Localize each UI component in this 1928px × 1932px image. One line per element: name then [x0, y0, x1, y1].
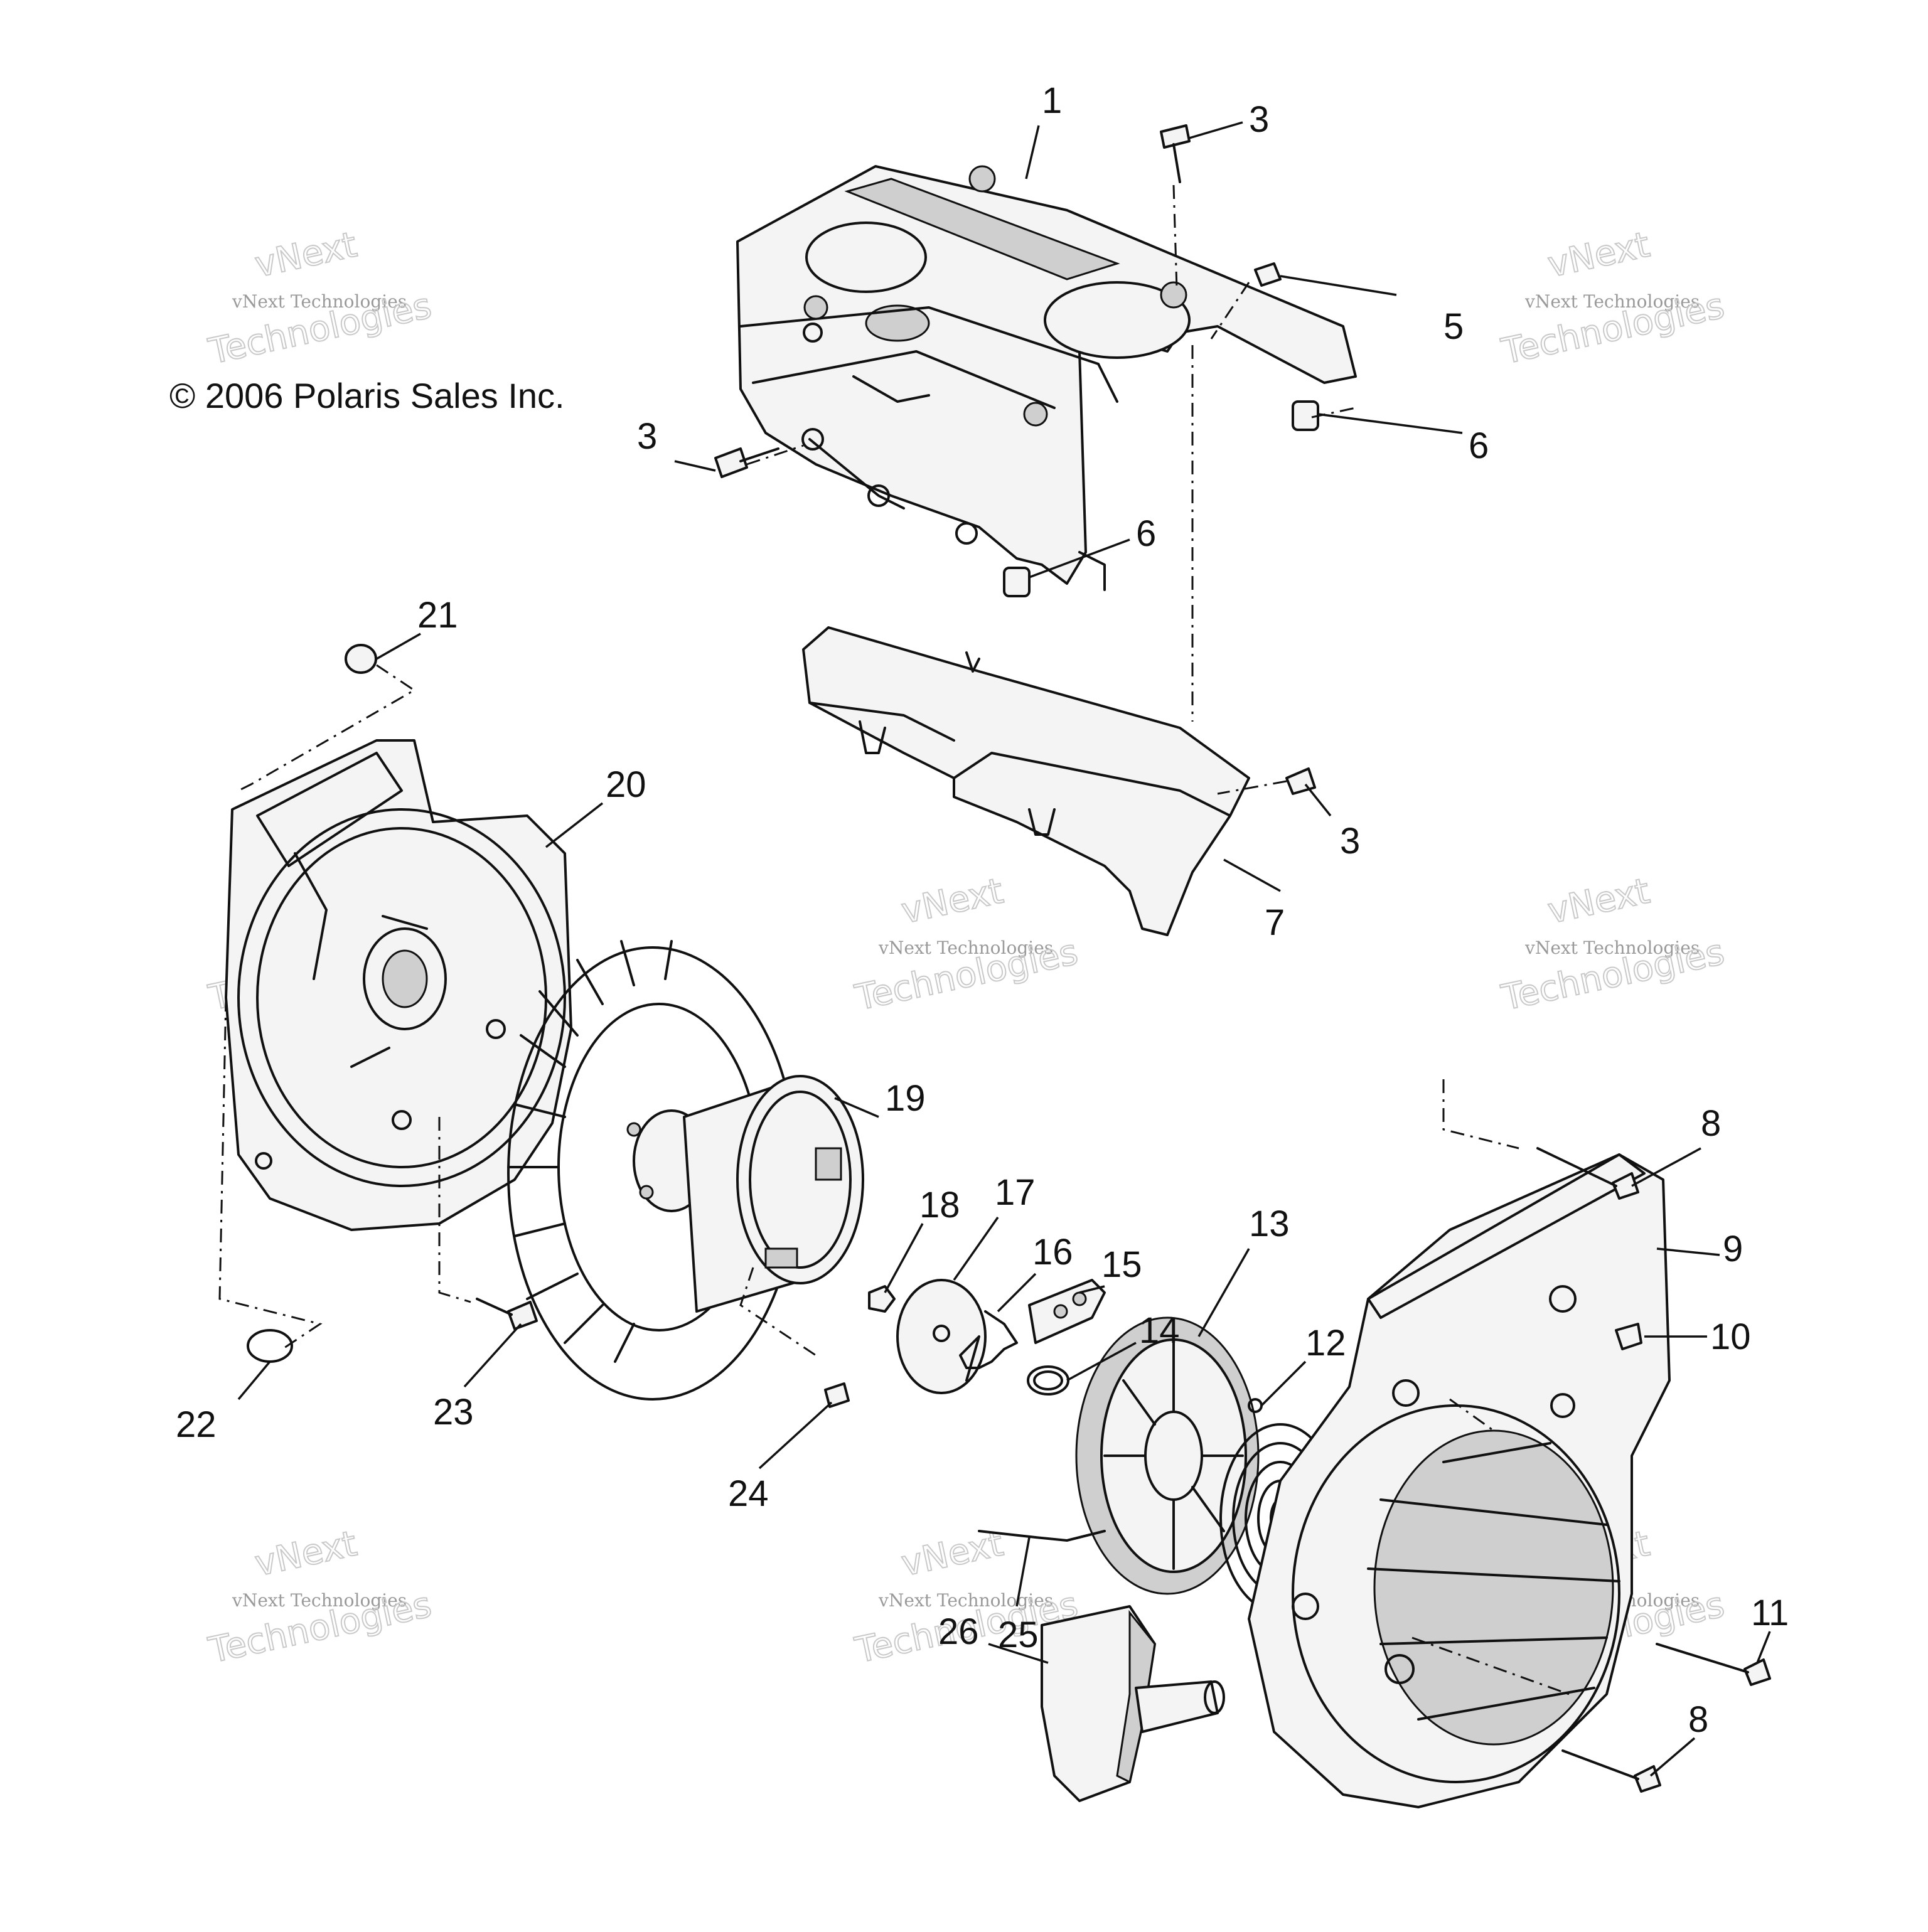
fasteners	[247, 124, 1771, 1793]
watermark-6: vNext vNext Technologies Technologies	[1497, 870, 1728, 1020]
callout-19: 19	[885, 1078, 926, 1119]
grommet-6-right	[1292, 400, 1319, 431]
callout-26: 26	[938, 1611, 979, 1652]
plug-10	[1615, 1323, 1642, 1350]
part-small-components	[868, 1279, 1106, 1396]
bushing-21	[345, 644, 377, 674]
callout-1: 1	[1042, 80, 1062, 121]
watermark-text: vNext Technologies	[1524, 291, 1700, 312]
watermark-text: vNext	[1545, 871, 1654, 932]
callout-20: 20	[606, 764, 646, 805]
part-top-shroud	[736, 165, 1357, 591]
callout-18: 18	[919, 1185, 960, 1225]
assembly-lines	[218, 184, 1570, 1695]
callout-15: 15	[1101, 1244, 1142, 1285]
watermark-text: vNext Technologies	[1524, 937, 1700, 958]
watermark-text: vNext	[898, 871, 1007, 932]
part-spring-16	[959, 1310, 1018, 1382]
part-handle	[1041, 1605, 1225, 1802]
watermark-text: vNext	[252, 225, 361, 286]
part-starter-cup	[683, 1075, 864, 1313]
callout-3: 3	[637, 416, 657, 457]
callout-6: 6	[1469, 425, 1489, 466]
bolt-8-top	[1612, 1172, 1639, 1200]
watermark-7: vNext vNext Technologies Technologies	[205, 1523, 436, 1672]
part-blower-housing	[225, 739, 572, 1231]
ring-22	[247, 1329, 293, 1363]
callout-leaders	[237, 121, 1771, 1777]
watermark-text: vNext	[1545, 225, 1654, 286]
callout-12: 12	[1305, 1323, 1346, 1364]
part-rope	[978, 1530, 1106, 1542]
callout-5: 5	[1443, 306, 1464, 347]
watermark-1: vNext vNext Technologies Technologies	[205, 224, 436, 373]
callout-7: 7	[1265, 902, 1285, 943]
watermark-3: vNext vNext Technologies Technologies	[1497, 224, 1728, 373]
callout-25: 25	[998, 1614, 1039, 1655]
part-lower-duct	[802, 626, 1250, 936]
bolt-24	[824, 1382, 850, 1408]
callout-8: 8	[1688, 1699, 1708, 1740]
callout-24: 24	[728, 1473, 769, 1514]
bolt-3-left	[714, 447, 748, 478]
part-pulley	[1075, 1316, 1260, 1595]
callout-14: 14	[1139, 1310, 1180, 1351]
callout-3: 3	[1249, 99, 1269, 140]
callout-21: 21	[417, 595, 458, 636]
callout-16: 16	[1032, 1232, 1073, 1273]
callout-23: 23	[433, 1392, 474, 1433]
part-recoil-housing	[1248, 1153, 1671, 1808]
watermark-5: vNext vNext Technologies Technologies	[851, 870, 1082, 1020]
part-nut-18	[868, 1285, 896, 1313]
callout-13: 13	[1249, 1203, 1290, 1244]
grommet-6-lower	[1003, 567, 1031, 597]
callout-11: 11	[1751, 1593, 1789, 1633]
callout-numbers: 1 3 5 6 3 6 21 7 3 20 19 18 17 16 15 14 …	[176, 80, 1789, 1740]
watermark-text: vNext	[252, 1524, 361, 1585]
callout-10: 10	[1710, 1316, 1751, 1357]
watermark-text: vNext Technologies	[232, 291, 407, 312]
screw-5	[1254, 262, 1282, 287]
callout-6: 6	[1136, 513, 1156, 554]
watermark-text: vNext Technologies	[232, 1590, 407, 1611]
callout-3: 3	[1340, 821, 1360, 862]
callout-17: 17	[995, 1172, 1036, 1213]
callout-8: 8	[1701, 1103, 1721, 1144]
callout-22: 22	[176, 1404, 217, 1445]
copyright-notice: © 2006 Polaris Sales Inc.	[169, 376, 565, 415]
bolt-23	[507, 1301, 538, 1330]
watermark-text: vNext Technologies	[878, 1590, 1053, 1611]
watermark-text: vNext Technologies	[878, 937, 1053, 958]
part-plate-17	[896, 1279, 987, 1394]
callout-9: 9	[1723, 1229, 1743, 1269]
bolt-3-top	[1160, 124, 1191, 149]
